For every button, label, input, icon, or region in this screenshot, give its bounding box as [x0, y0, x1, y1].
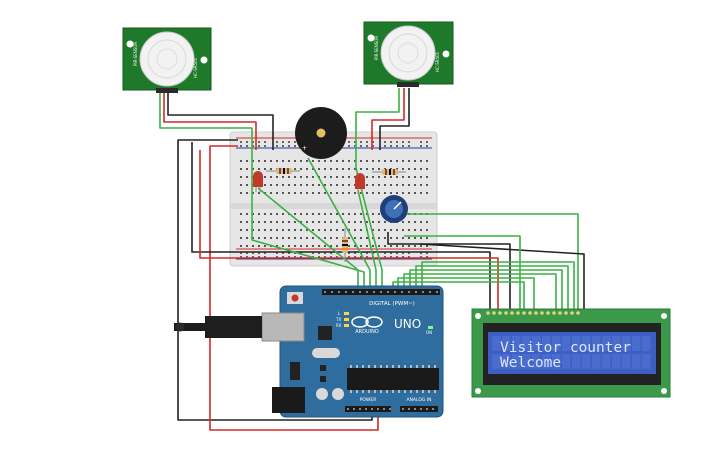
- pir-right-part-label: PIR-SENSOR: [374, 36, 379, 60]
- lcd-16x2[interactable]: Visitor counter Welcome: [471, 308, 671, 398]
- wire-lcd-backlight-gnd: [419, 243, 585, 310]
- regulator: [290, 362, 300, 380]
- wire-pot-gnd: [387, 232, 511, 310]
- usb-cable-plug: [205, 316, 262, 338]
- usb-port[interactable]: [261, 312, 305, 342]
- pir-sensor-right[interactable]: PIR-SENSOR HC-SR501: [363, 21, 454, 87]
- power-jack[interactable]: [272, 387, 305, 413]
- wire-led-right-signal: [357, 189, 377, 292]
- piezo-buzzer[interactable]: +: [295, 107, 347, 159]
- pir-left-model: HC-SR501: [193, 57, 198, 78]
- arduino-logo: ARDUINO UNO: [351, 316, 421, 335]
- wire-lcd-v0: [404, 235, 521, 310]
- led-label-tx: TX: [335, 317, 341, 322]
- resistor-bottom[interactable]: [342, 228, 348, 262]
- potentiometer[interactable]: [380, 195, 408, 223]
- analog-header: [400, 406, 438, 412]
- mount-hole: [200, 56, 208, 64]
- wire-gnd-rail-bottom: [191, 142, 491, 310]
- led-label-l: L: [338, 311, 341, 316]
- power-header: [345, 406, 391, 412]
- wire-pir-right-out: [355, 88, 400, 168]
- analog-header-label: ANALOG IN: [406, 397, 431, 403]
- wire-lcd-e: [397, 277, 535, 310]
- wire-pir-left-gnd: [167, 92, 274, 150]
- usb-chip: [318, 326, 332, 340]
- mount-hole: [442, 50, 450, 58]
- digital-header-label: DIGITAL (PWM~): [369, 301, 415, 307]
- wire-lcd-d5: [409, 269, 563, 310]
- wire-lcd-d4: [403, 273, 557, 310]
- led-right[interactable]: [355, 173, 365, 194]
- arduino-uno[interactable]: DIGITAL (PWM~) ARDUINO UNO L TX RX ON P: [174, 285, 444, 418]
- led-label-rx: RX: [336, 323, 342, 328]
- power-header-label: POWER: [360, 397, 377, 403]
- mount-hole: [367, 34, 375, 42]
- arduino-model: UNO: [394, 317, 421, 331]
- wire-pir-left-vcc: [163, 92, 257, 150]
- lcd-line-2: Welcome: [500, 355, 561, 371]
- digital-pin-holes: [324, 291, 438, 293]
- wire-buzzer-signal: [307, 157, 371, 292]
- wire-5v-left-rail: [209, 145, 379, 431]
- microcontroller-chip: [347, 368, 439, 390]
- resistor-right[interactable]: [372, 169, 406, 175]
- wire-pir-left-out: [159, 92, 253, 168]
- wire-pir-left-signal: [251, 168, 365, 292]
- wire-5v-rail-bottom: [199, 150, 499, 310]
- pir-sensor-left[interactable]: PIR-SENSOR HC-SR501: [122, 27, 212, 93]
- wire-pot-wiper: [394, 213, 579, 310]
- wire-lcd-d6: [415, 265, 569, 310]
- on-label: ON: [426, 330, 432, 335]
- wire-lcd-d7: [421, 261, 575, 310]
- usb-cable: [174, 323, 205, 331]
- lcd-pin-holes: [486, 311, 580, 315]
- resistor-left[interactable]: [266, 168, 300, 174]
- led-left[interactable]: [253, 171, 263, 192]
- mount-hole: [126, 40, 134, 48]
- wire-pir-right-vcc: [371, 88, 405, 150]
- lcd-line-1: Visitor counter: [500, 340, 631, 356]
- crystal: [312, 348, 340, 358]
- wire-pir-right-gnd: [379, 88, 410, 150]
- pir-left-part-label: PIR-SENSOR: [133, 42, 138, 66]
- arduino-brand: ARDUINO: [355, 329, 379, 335]
- svg-text:+: +: [302, 145, 307, 152]
- pir-right-model: HC-SR501: [435, 51, 440, 72]
- wire-pir-right-signal: [355, 167, 383, 292]
